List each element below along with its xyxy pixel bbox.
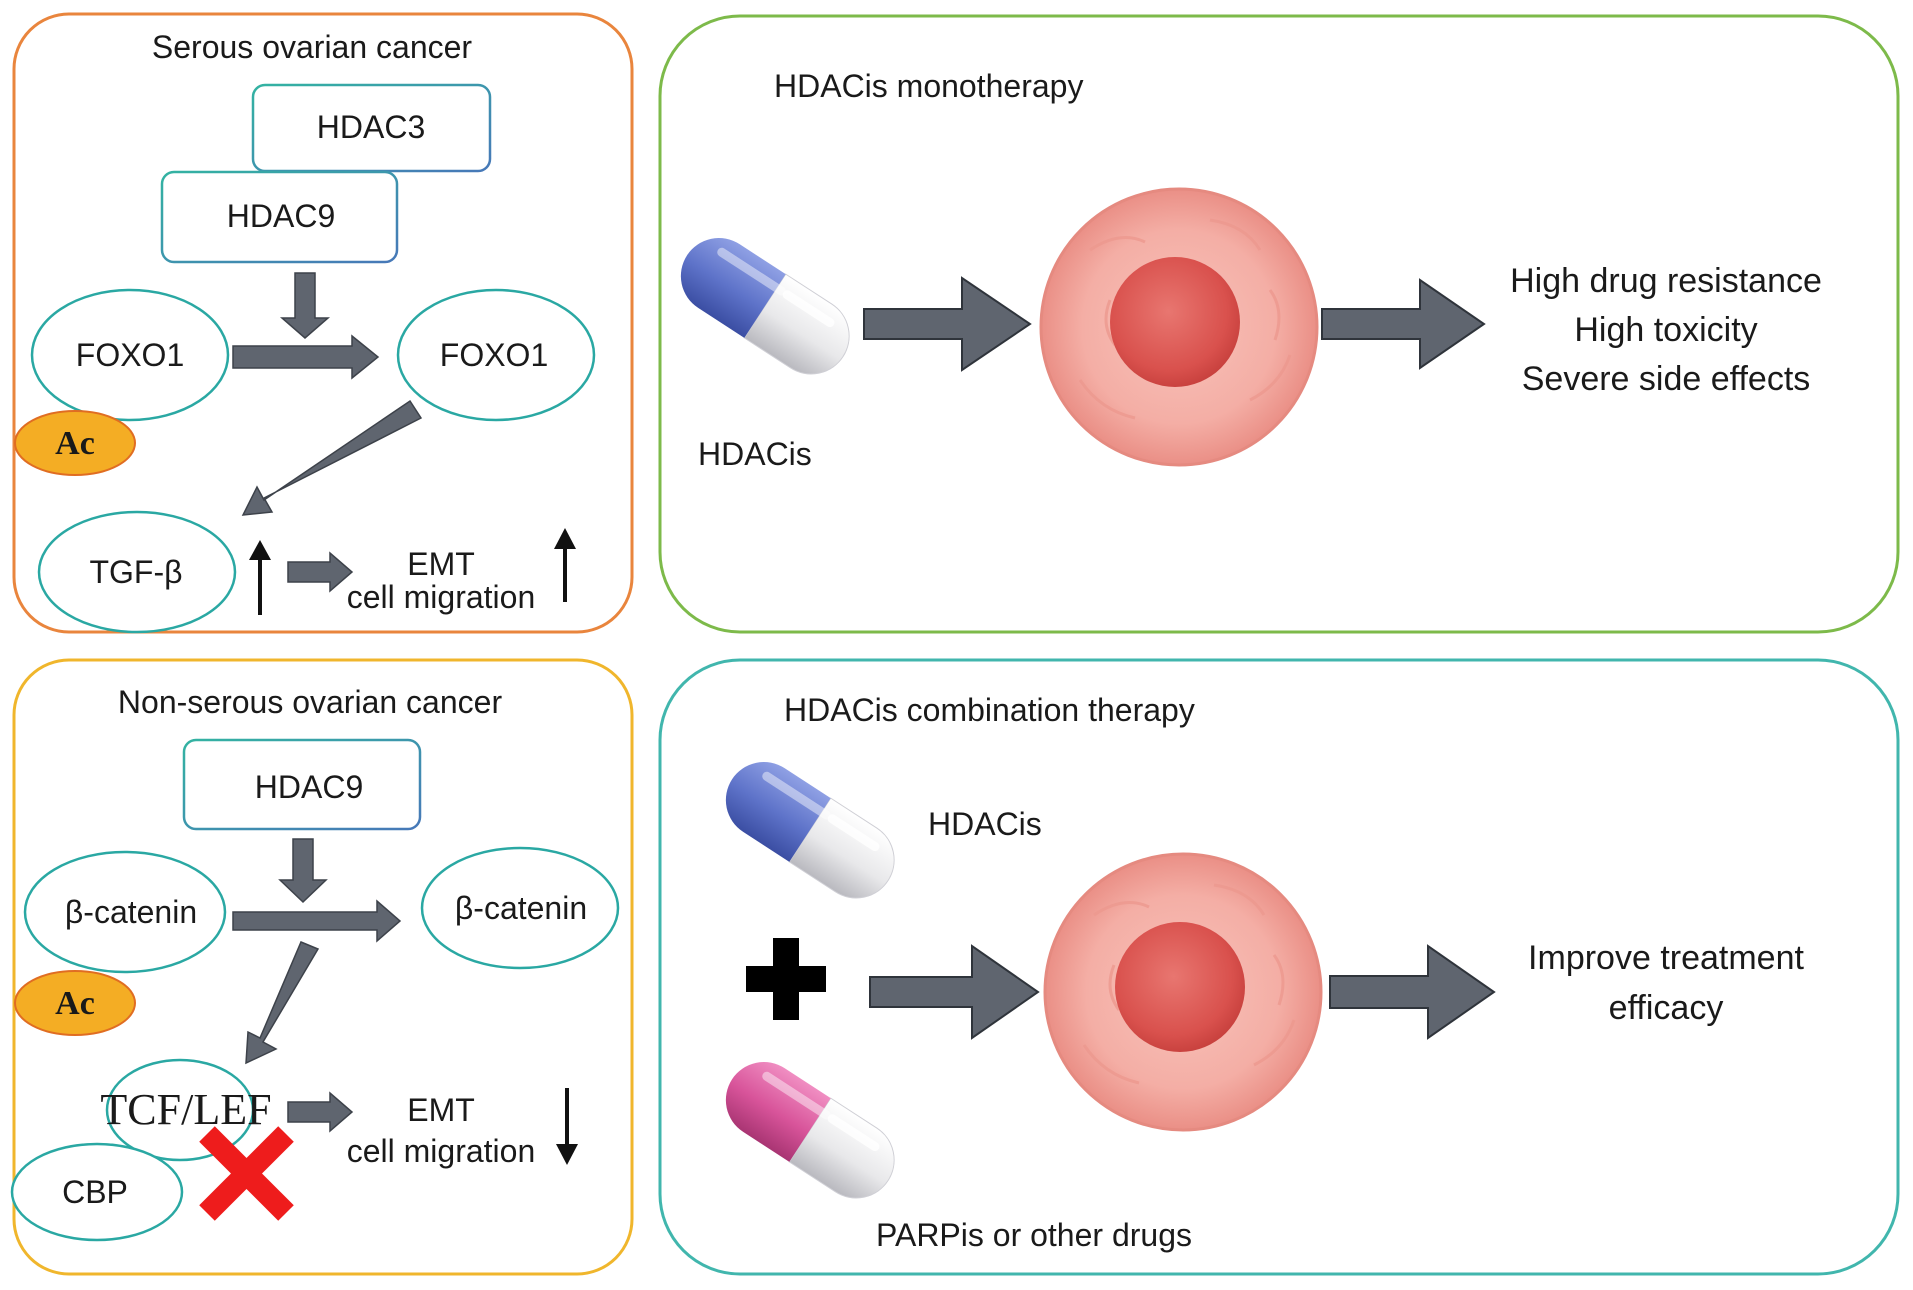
mono-outcome-arrow (1321, 278, 1486, 370)
mono-drug-arrow (863, 276, 1032, 372)
combo-outcome-arrow (1329, 944, 1496, 1040)
foxo1-right-label: FOXO1 (439, 337, 549, 373)
bcatenin-right-label: β-catenin (454, 890, 588, 926)
foxo1-deacetylation-arrow (232, 334, 380, 380)
ac-badge-nonserous (14, 970, 136, 1036)
inhibition-x-icon (199, 1126, 294, 1221)
mono-panel-title: HDACis monotherapy (774, 68, 1084, 104)
hdac9-down-arrow (279, 272, 331, 339)
combo-drug1-label: HDACis (928, 806, 1042, 842)
nonserous-panel-title: Non-serous ovarian cancer (117, 684, 503, 720)
capsule-pink-icon (725, 1062, 895, 1199)
tgf-beta-node (37, 510, 237, 634)
capsule-blue-icon (680, 238, 850, 375)
bcatenin-right-node (420, 846, 620, 970)
cbp-node (10, 1142, 184, 1242)
hdac3-label: HDAC3 (316, 109, 426, 145)
tumor-cell-icon (1043, 852, 1323, 1132)
ac-label-nonserous: Ac (55, 985, 95, 1022)
emt-label-nonserous: EMT (407, 1092, 475, 1128)
serous-panel-title: Serous ovarian cancer (151, 29, 473, 65)
hdac9-box (160, 170, 399, 264)
ac-badge-serous (14, 410, 136, 476)
foxo1-left-node (30, 288, 230, 422)
cell-migration-label-nonserous: cell migration (346, 1133, 536, 1169)
combo-panel-title: HDACis combination therapy (784, 692, 1195, 728)
foxo1-right-node (396, 288, 596, 422)
tcf-to-emt-arrow (287, 1091, 354, 1133)
ac-label-serous: Ac (55, 425, 95, 462)
tgf-beta-label: TGF-β (89, 554, 183, 590)
bcatenin-deacetylation-arrow (232, 899, 402, 943)
combo-drug-arrow (869, 944, 1040, 1040)
cbp-label: CBP (62, 1174, 128, 1210)
hdac9-box-nonserous (182, 738, 422, 831)
hdac9-label-nonserous: HDAC9 (254, 769, 364, 805)
bcatenin-left-label: β-catenin (64, 894, 198, 930)
nonserous-panel-frame (12, 658, 634, 1276)
tgf-to-emt-arrow (287, 551, 354, 593)
hdac9-label: HDAC9 (226, 198, 336, 234)
mono-drug-label: HDACis (698, 436, 812, 472)
tumor-cell-icon (1039, 187, 1319, 467)
mono-outcome-1: High drug resistance (1510, 262, 1822, 300)
mono-panel-frame (658, 14, 1900, 634)
foxo1-left-label: FOXO1 (75, 337, 185, 373)
serous-panel-frame (12, 12, 634, 634)
combo-drug2-label: PARPis or other drugs (876, 1217, 1192, 1253)
capsule-blue-icon (725, 762, 895, 899)
combo-outcome-2: efficacy (1608, 989, 1724, 1027)
tcf-lef-label: TCF/LEF (100, 1085, 272, 1134)
combo-panel-frame (658, 658, 1900, 1276)
hdac9-down-arrow-nonserous (278, 838, 328, 904)
cell-migration-label-serous: cell migration (346, 579, 536, 615)
combo-outcome-1: Improve treatment (1528, 939, 1804, 977)
bcatenin-to-tcf-arrow (245, 941, 320, 1065)
mono-outcome-3: Severe side effects (1521, 360, 1811, 398)
bcatenin-left-node (23, 850, 227, 974)
emt-label-serous: EMT (407, 546, 475, 582)
foxo1-to-tgf-arrow (241, 399, 423, 516)
mono-outcome-2: High toxicity (1574, 311, 1758, 349)
plus-icon (746, 938, 826, 1020)
